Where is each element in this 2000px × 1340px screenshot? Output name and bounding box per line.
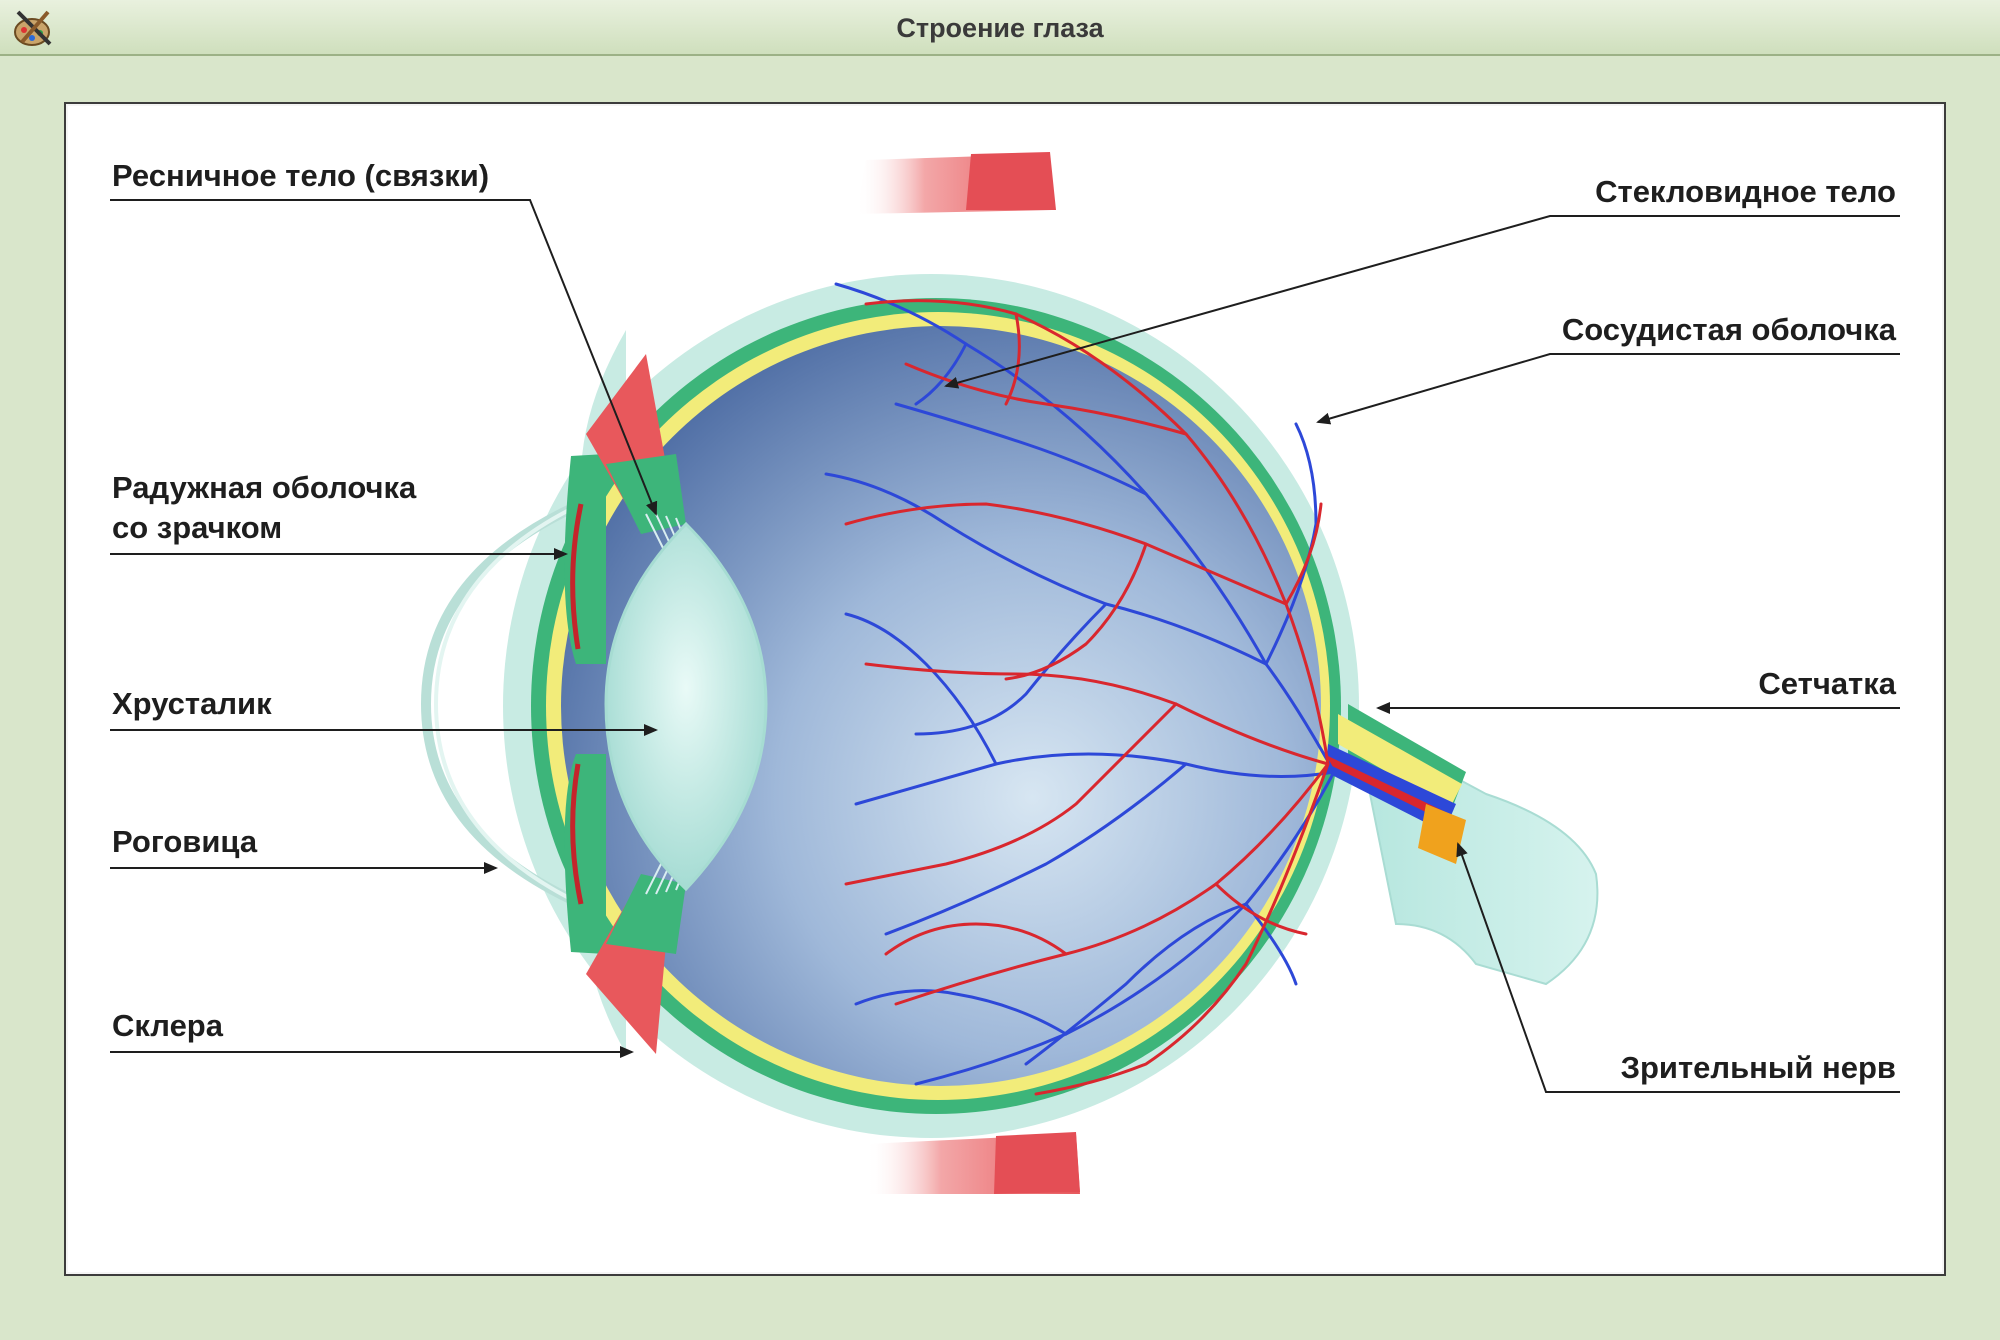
label-sclera-text: Склера bbox=[112, 1008, 224, 1043]
lens bbox=[604, 521, 768, 892]
optic-nerve-core bbox=[1326, 744, 1466, 864]
label-sclera: Склера bbox=[110, 1008, 634, 1058]
label-retina: Сетчатка bbox=[1376, 666, 1900, 714]
label-lens: Хрусталик bbox=[110, 686, 658, 736]
label-optic-nerve-text: Зрительный нерв bbox=[1621, 1050, 1896, 1085]
ciliary-body bbox=[586, 354, 686, 1054]
label-iris: Радужная оболочка со зрачком bbox=[110, 470, 568, 560]
label-lens-text: Хрусталик bbox=[112, 686, 272, 721]
label-choroid-text: Сосудистая оболочка bbox=[1562, 312, 1897, 347]
vitreous-body bbox=[561, 326, 1321, 1086]
eye-structure-diagram: Ресничное тело (связки) Радужная оболочк… bbox=[110, 152, 1900, 1194]
label-ciliary-text: Ресничное тело (связки) bbox=[112, 158, 489, 193]
label-optic-nerve: Зрительный нерв bbox=[1456, 842, 1900, 1093]
palette-brush-icon[interactable] bbox=[12, 8, 56, 48]
label-choroid: Сосудистая оболочка bbox=[1316, 312, 1900, 425]
diagram-panel: Ресничное тело (связки) Радужная оболочк… bbox=[64, 102, 1946, 1276]
window-title: Строение глаза bbox=[896, 13, 1104, 43]
label-vitreous: Стекловидное тело bbox=[944, 174, 1900, 389]
label-iris-text-1: Радужная оболочка bbox=[112, 470, 417, 505]
label-retina-text: Сетчатка bbox=[1758, 666, 1896, 701]
label-cornea: Роговица bbox=[110, 824, 498, 874]
label-iris-text-2: со зрачком bbox=[112, 510, 282, 545]
label-vitreous-text: Стекловидное тело bbox=[1595, 174, 1896, 209]
eye-muscle-top bbox=[856, 152, 1056, 214]
label-ciliary-body: Ресничное тело (связки) bbox=[110, 158, 658, 516]
label-cornea-text: Роговица bbox=[112, 824, 258, 859]
title-bar: Строение глаза bbox=[0, 0, 2000, 56]
eye-muscle-bottom bbox=[866, 1132, 1080, 1194]
retinal-arteries bbox=[844, 299, 1330, 1096]
iris bbox=[564, 454, 606, 954]
